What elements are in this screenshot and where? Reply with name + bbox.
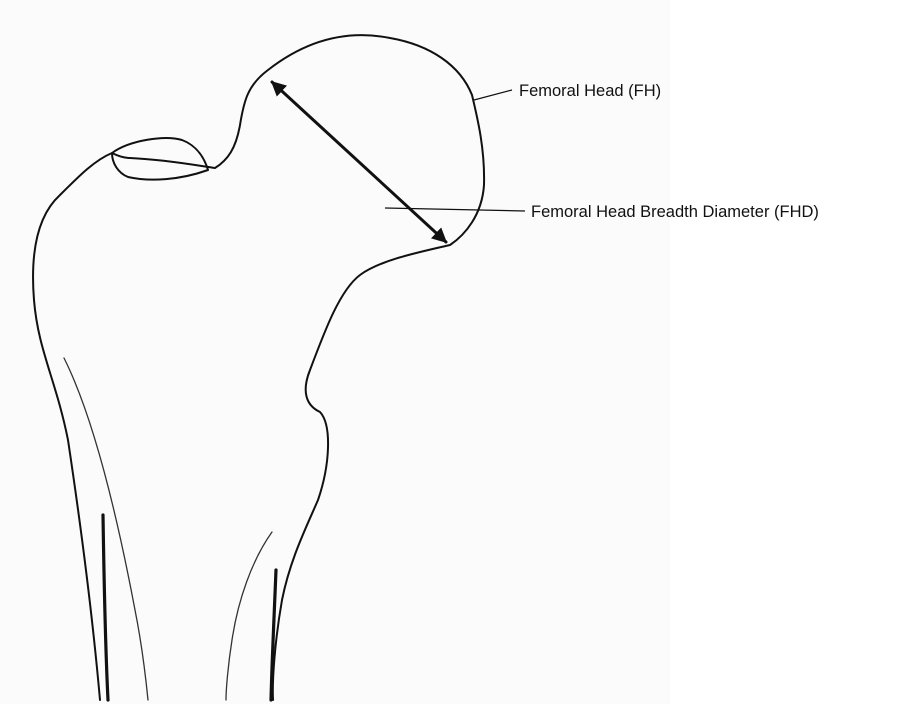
paper-background (0, 0, 670, 704)
head-diameter-label: Femoral Head Breadth Diameter (FHD) (531, 203, 819, 221)
femoral-head-label: Femoral Head (FH) (519, 82, 661, 100)
